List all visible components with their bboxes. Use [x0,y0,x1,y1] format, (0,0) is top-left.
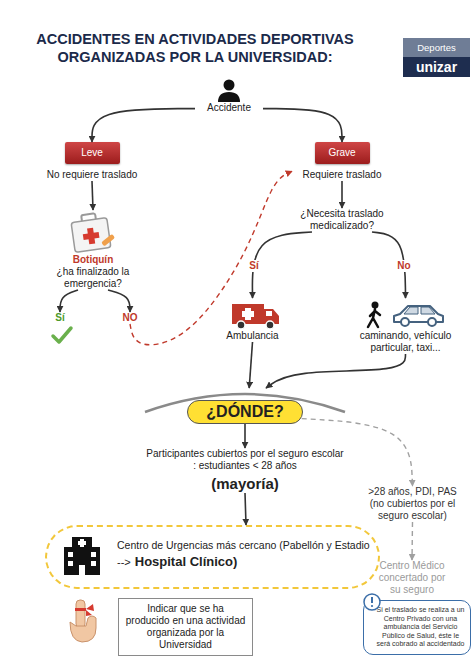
logo-text: unizar [403,57,470,77]
severity-badge: Leve [65,142,120,164]
where-pill: ¿DÓNDE? [187,400,302,424]
flow-arrow [249,342,252,388]
answer-node: NO [115,312,145,324]
destination-box: Centro de Urgencias más cercano (Pabelló… [45,525,380,589]
severity-node: Leve No requiere traslado [42,142,142,181]
flow-arrow [92,109,195,142]
flow-arrow [244,424,246,448]
status-text: Botiquín [43,254,143,266]
flow-arrow [263,109,342,142]
emphasis-text: (mayoría) [145,474,345,493]
status-text: Sí [45,312,75,324]
note-text: Si el traslado se realiza a un Centro Pr… [376,606,465,649]
flow-arrow [92,181,93,210]
instruction-box: Indicar que se ha producido en una activ… [118,598,253,656]
node-text: Indicar que se ha producido en una activ… [125,603,246,651]
diagram-title: ACCIDENTES EN ACTIVIDADES DEPORTIVAS ORG… [20,30,370,66]
car-icon [394,306,443,326]
check-icon [53,328,71,342]
branch-label: No [395,260,412,272]
node-text: ¿Necesita traslado medicalizado? [282,208,402,232]
node-text: Accidente [195,102,263,114]
first-aid-kit-icon [70,211,116,252]
ambulance-icon [232,304,279,329]
destination-node: Centro Médico concertado por su seguro [372,560,452,596]
arrow-text: --> [117,556,131,568]
status-text: NO [115,312,145,324]
node-subtext: Requiere traslado [292,169,392,181]
hospital-icon [64,537,100,575]
severity-badge: Grave [315,142,370,164]
transport-node: caminando, vehículo particular, taxi... [353,298,458,354]
node-text: caminando, vehículo particular, taxi... [353,330,458,354]
node-text: Ambulancia [215,330,290,342]
flow-arrow [245,493,246,525]
finger-reminder-icon [70,600,96,642]
flow-arrow [60,290,78,312]
where-node: ¿DÓNDE? [140,388,350,424]
logo-text: Deportes [403,38,470,57]
flow-arrow [108,290,130,312]
flow-arrow [130,171,292,345]
node-subtext: No requiere traslado [42,169,142,181]
transport-node: Ambulancia [215,298,290,342]
destination-text: Centro de Urgencias más cercano (Pabelló… [117,539,370,552]
flow-arrow [252,232,312,298]
node-text: ¿ha finalizado la emergencia? [43,266,143,290]
coverage-node: Participantes cubiertos por el seguro es… [145,448,345,493]
severity-node: GraveRequiere traslado [292,142,392,181]
event-node: Accidente [195,78,263,114]
branch-label: Sí [247,260,260,272]
muted-text: Centro Médico concertado por su seguro [372,560,452,596]
node-text: >28 años, PDI, PAS (no cubiertos por el … [360,486,465,522]
answer-node: Sí [45,312,75,344]
person-icon [218,80,240,103]
decision-node: ¿Necesita traslado medicalizado? [282,208,402,232]
warning-box: Si el traslado se realiza a un Centro Pr… [363,600,471,655]
node-text: Participantes cubiertos por el seguro es… [145,448,345,472]
walking-person-icon [368,302,380,328]
flow-arrow [266,354,406,388]
hospital-name: Hospital Clínico) [135,554,238,569]
flow-arrow [341,181,343,208]
coverage-node: >28 años, PDI, PAS (no cubiertos por el … [360,486,465,522]
logo [403,38,470,77]
flow-arrow [411,522,413,560]
first-aid-node: Botiquín¿ha finalizado la emergencia? [43,210,143,290]
